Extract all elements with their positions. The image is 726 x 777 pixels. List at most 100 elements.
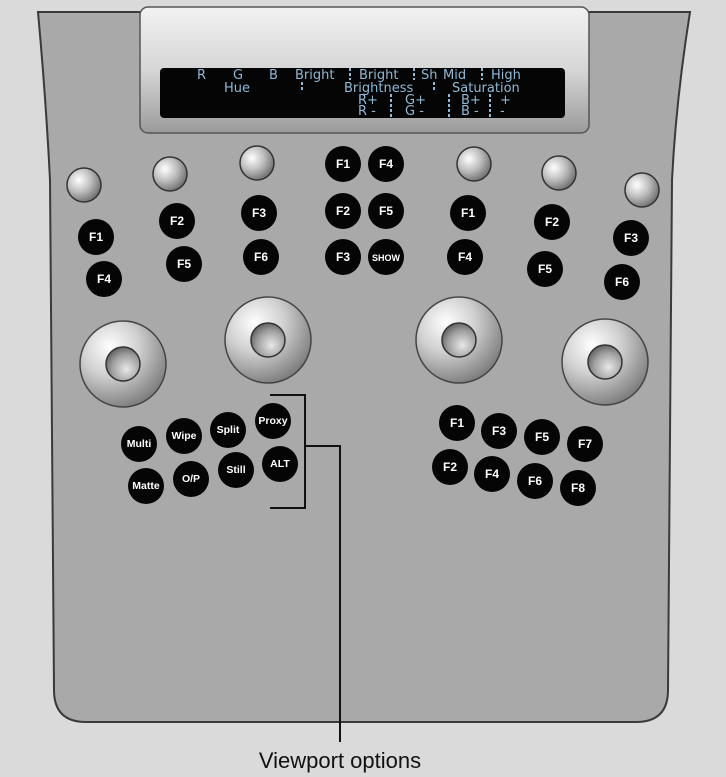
svg-text:F4: F4: [97, 272, 111, 286]
trackball-2[interactable]: [224, 296, 312, 384]
lcd-label-sh: Sh: [421, 68, 438, 83]
trackball-wheels: [79, 296, 649, 408]
bottom-right-function-buttons: F1 F3 F5 F7 F2 F4 F6 F8: [432, 405, 603, 506]
svg-text:F6: F6: [254, 250, 268, 264]
svg-text:F2: F2: [545, 215, 559, 229]
center-f3-button[interactable]: F3: [325, 239, 361, 275]
svg-text:F5: F5: [538, 262, 552, 276]
lcd-label-hue: Hue: [224, 81, 250, 96]
svg-text:F3: F3: [336, 250, 350, 264]
lcd-label-r-plus: R+: [358, 93, 378, 108]
alt-button[interactable]: ALT: [262, 446, 298, 482]
svg-text:F3: F3: [624, 231, 638, 245]
center-function-buttons: F1 F4 F2 F5 F3 SHOW: [325, 146, 404, 275]
svg-text:F4: F4: [458, 250, 472, 264]
split-button[interactable]: Split: [210, 412, 246, 448]
lcd-label-plus: +: [500, 93, 511, 108]
br-f7-button[interactable]: F7: [567, 426, 603, 462]
trackball-4[interactable]: [561, 318, 649, 406]
lcd-label-saturation: Saturation: [452, 81, 520, 96]
knob-1[interactable]: [66, 167, 102, 203]
center-f2-button[interactable]: F2: [325, 193, 361, 229]
br-f4-button[interactable]: F4: [474, 456, 510, 492]
lcd-label-minus: -: [500, 104, 505, 119]
knob-6[interactable]: [624, 172, 660, 208]
lcd-label-g: G: [233, 68, 243, 83]
lcd-separators: [301, 68, 491, 118]
br-f2-button[interactable]: F2: [432, 449, 468, 485]
center-f5-button[interactable]: F5: [368, 193, 404, 229]
small-knobs: [66, 145, 660, 208]
svg-text:F2: F2: [170, 214, 184, 228]
left-f4-button[interactable]: F4: [86, 261, 122, 297]
lcd-line-2: Hue Brightness Saturation: [224, 81, 520, 96]
svg-text:ALT: ALT: [270, 458, 290, 470]
lcd-label-b-minus: B -: [461, 104, 479, 119]
right-f6-button[interactable]: F6: [604, 264, 640, 300]
lcd-label-high: High: [491, 68, 521, 83]
center-f1-button[interactable]: F1: [325, 146, 361, 182]
svg-text:F3: F3: [492, 424, 506, 438]
left-f6-button[interactable]: F6: [243, 239, 279, 275]
knob-3[interactable]: [239, 145, 275, 181]
left-function-buttons: F1 F4 F2 F5 F3 F6: [78, 195, 279, 297]
svg-text:F5: F5: [379, 204, 393, 218]
br-f8-button[interactable]: F8: [560, 470, 596, 506]
viewport-option-buttons: Multi Wipe Split Proxy Matte O/P Still A…: [121, 403, 298, 504]
left-f1-button[interactable]: F1: [78, 219, 114, 255]
left-f3-button[interactable]: F3: [241, 195, 277, 231]
callout-bracket: [270, 394, 341, 742]
knob-2[interactable]: [152, 156, 188, 192]
right-f3-button[interactable]: F3: [613, 220, 649, 256]
svg-text:Proxy: Proxy: [258, 415, 287, 427]
svg-text:F8: F8: [571, 481, 585, 495]
viewport-options-caption: Viewport options: [259, 748, 421, 773]
right-f1-button[interactable]: F1: [450, 195, 486, 231]
svg-text:F5: F5: [177, 257, 191, 271]
wipe-button[interactable]: Wipe: [166, 418, 202, 454]
matte-button[interactable]: Matte: [128, 468, 164, 504]
knob-5[interactable]: [541, 155, 577, 191]
svg-text:Multi: Multi: [127, 438, 152, 450]
lcd-label-mid: Mid: [443, 68, 466, 83]
op-button[interactable]: O/P: [173, 461, 209, 497]
svg-text:SHOW: SHOW: [372, 253, 401, 263]
svg-text:Wipe: Wipe: [172, 430, 197, 442]
center-f4-button[interactable]: F4: [368, 146, 404, 182]
lcd-label-b-plus: B+: [461, 93, 481, 108]
svg-text:F3: F3: [252, 206, 266, 220]
br-f3-button[interactable]: F3: [481, 413, 517, 449]
br-f6-button[interactable]: F6: [517, 463, 553, 499]
svg-text:F6: F6: [615, 275, 629, 289]
svg-text:F1: F1: [89, 230, 103, 244]
lcd-line-3: R+ G+ B+ +: [358, 93, 511, 108]
still-button[interactable]: Still: [218, 452, 254, 488]
right-f2-button[interactable]: F2: [534, 204, 570, 240]
multi-button[interactable]: Multi: [121, 426, 157, 462]
right-f4-button[interactable]: F4: [447, 239, 483, 275]
trackball-3[interactable]: [415, 296, 503, 384]
svg-text:Split: Split: [217, 424, 240, 436]
lcd-label-r-minus: R -: [358, 104, 376, 119]
show-button[interactable]: SHOW: [368, 239, 404, 275]
svg-text:F4: F4: [379, 157, 393, 171]
proxy-button[interactable]: Proxy: [255, 403, 291, 439]
svg-text:F5: F5: [535, 430, 549, 444]
knob-4[interactable]: [456, 146, 492, 182]
lcd-label-bright-2: Bright: [359, 68, 398, 83]
svg-text:F2: F2: [443, 460, 457, 474]
svg-text:F7: F7: [578, 437, 592, 451]
lcd-line-1: R G B Bright Bright Sh Mid High: [197, 68, 521, 83]
lcd-label-brightness: Brightness: [344, 81, 413, 96]
lcd-label-bright-1: Bright: [295, 68, 334, 83]
lcd-label-b: B: [269, 68, 278, 83]
left-f2-button[interactable]: F2: [159, 203, 195, 239]
right-f5-button[interactable]: F5: [527, 251, 563, 287]
svg-text:F2: F2: [336, 204, 350, 218]
br-f5-button[interactable]: F5: [524, 419, 560, 455]
trackball-1[interactable]: [79, 320, 167, 408]
br-f1-button[interactable]: F1: [439, 405, 475, 441]
left-f5-button[interactable]: F5: [166, 246, 202, 282]
lcd-label-r: R: [197, 68, 206, 83]
right-function-buttons: F1 F4 F2 F5 F3 F6: [447, 195, 649, 300]
